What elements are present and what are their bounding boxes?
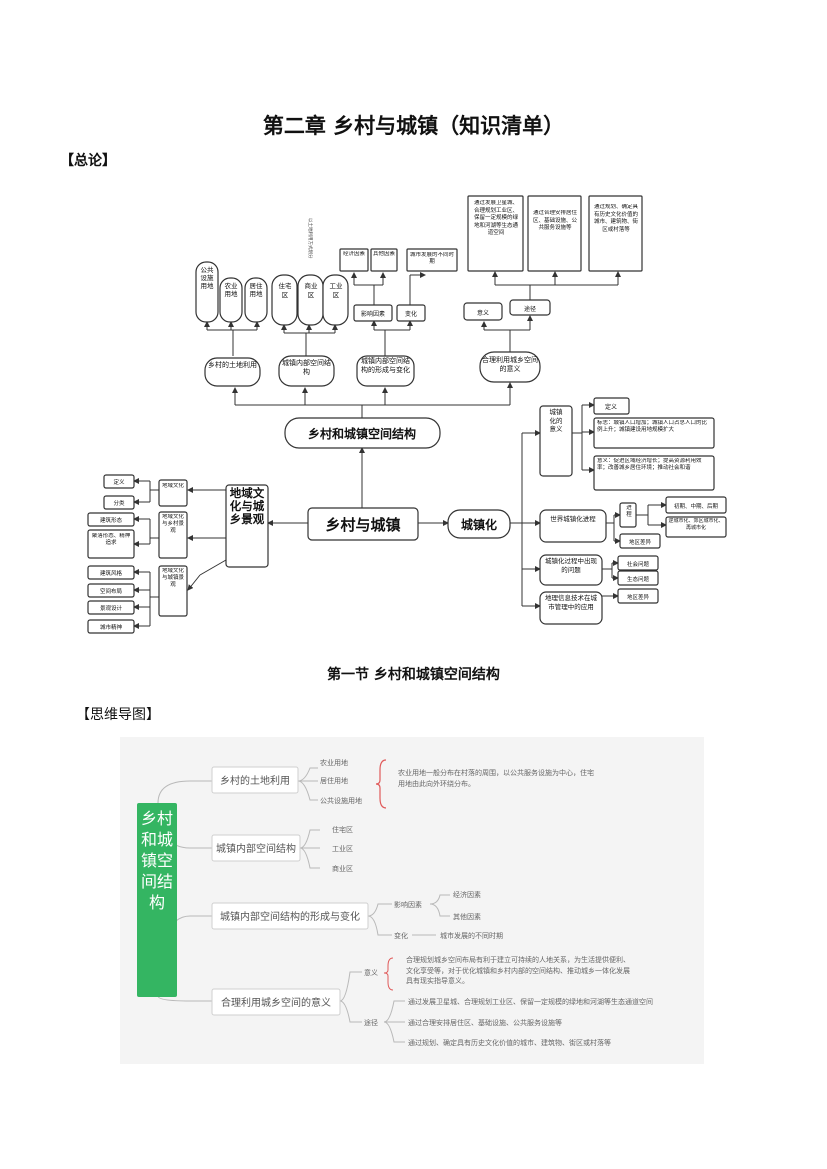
svg-text:建筑形态: 建筑形态 <box>100 516 123 524</box>
svg-text:定义: 定义 <box>605 403 617 411</box>
svg-text:影响因素: 影响因素 <box>361 310 385 318</box>
svg-text:生态问题: 生态问题 <box>627 575 650 583</box>
overview-concept-map: 乡村与城镇 乡村和城镇空间结构 城镇化 乡村的土地利用 城镇内部空间结构 城镇内… <box>87 195 727 634</box>
section-overview-label: 【总论】 <box>60 153 116 169</box>
mindmap-diagram: 乡村和城镇空间结构 乡村的土地利用 城镇内部空间结构 城镇内部空间结构的形成与变… <box>137 758 653 1047</box>
svg-text:社会问题: 社会问题 <box>627 560 650 568</box>
svg-text:城镇化: 城镇化 <box>461 517 497 532</box>
svg-text:城市发展的不同时期: 城市发展的不同时期 <box>440 931 503 940</box>
mindmap-panel: 乡村和城镇空间结构 乡村的土地利用 城镇内部空间结构 城镇内部空间结构的形成与变… <box>120 737 704 1064</box>
mindmap-root <box>137 803 177 997</box>
svg-text:住宅区: 住宅区 <box>332 825 353 834</box>
svg-text:地区差异: 地区差异 <box>627 593 650 601</box>
svg-text:乡村和城镇空间结构: 乡村和城镇空间结构 <box>308 426 416 441</box>
top-node <box>284 417 441 449</box>
center-label: 乡村与城镇 <box>325 516 400 534</box>
svg-text:其他因素: 其他因素 <box>453 912 481 921</box>
svg-text:通过规划、确定具有历史文化价值的城市、建筑物、街区或村落等: 通过规划、确定具有历史文化价值的城市、建筑物、街区或村落等 <box>408 1038 611 1047</box>
svg-text:乡村的土地利用: 乡村的土地利用 <box>220 774 290 787</box>
svg-text:分类: 分类 <box>113 499 125 507</box>
svg-text:居住用地: 居住用地 <box>320 776 348 785</box>
svg-text:城镇内部空间结构的形成与变化: 城镇内部空间结构的形成与变化 <box>220 910 360 923</box>
svg-text:景观设计: 景观设计 <box>100 604 123 612</box>
svg-text:途径: 途径 <box>364 1018 378 1027</box>
svg-text:建筑风格: 建筑风格 <box>100 569 123 577</box>
svg-text:意义: 意义 <box>477 309 489 317</box>
mindmap-label: 【思维导图】 <box>76 707 160 723</box>
svg-text:经济因素: 经济因素 <box>453 890 481 899</box>
svg-text:工业区: 工业区 <box>332 844 353 853</box>
svg-text:以土地利用方式划分: 以土地利用方式划分 <box>307 218 314 259</box>
svg-text:公共设施用地: 公共设施用地 <box>320 796 362 805</box>
svg-text:途径: 途径 <box>524 305 536 313</box>
svg-text:城镇内部空间结构: 城镇内部空间结构 <box>216 842 296 855</box>
svg-text:地区差异: 地区差异 <box>629 538 652 546</box>
svg-text:商业区: 商业区 <box>332 864 353 873</box>
center-node <box>307 507 419 541</box>
svg-text:合理利用城乡空间的意义: 合理利用城乡空间的意义 <box>221 996 331 1009</box>
svg-text:通过合理安排居住区、基础设施、公共服务设施等: 通过合理安排居住区、基础设施、公共服务设施等 <box>408 1018 562 1027</box>
svg-text:空间布局: 空间布局 <box>100 587 122 595</box>
svg-text:城市精神: 城市精神 <box>100 623 123 631</box>
svg-text:变化: 变化 <box>394 931 408 940</box>
svg-text:影响因素: 影响因素 <box>394 900 422 909</box>
svg-text:定义: 定义 <box>113 478 125 486</box>
svg-text:初期、中期、后期: 初期、中期、后期 <box>674 502 719 510</box>
svg-text:通过发展卫星城、合理规划工业区、保留一定规模的绿地和河湖等生: 通过发展卫星城、合理规划工业区、保留一定规模的绿地和河湖等生态通道空间 <box>408 997 653 1006</box>
svg-text:变化: 变化 <box>405 310 417 318</box>
svg-text:意义: 意义 <box>364 968 378 977</box>
page-title: 第二章 乡村与城镇（知识清单） <box>262 113 565 138</box>
svg-text:农业用地: 农业用地 <box>320 758 348 767</box>
section1-title: 第一节 乡村和城镇空间结构 <box>327 667 500 683</box>
